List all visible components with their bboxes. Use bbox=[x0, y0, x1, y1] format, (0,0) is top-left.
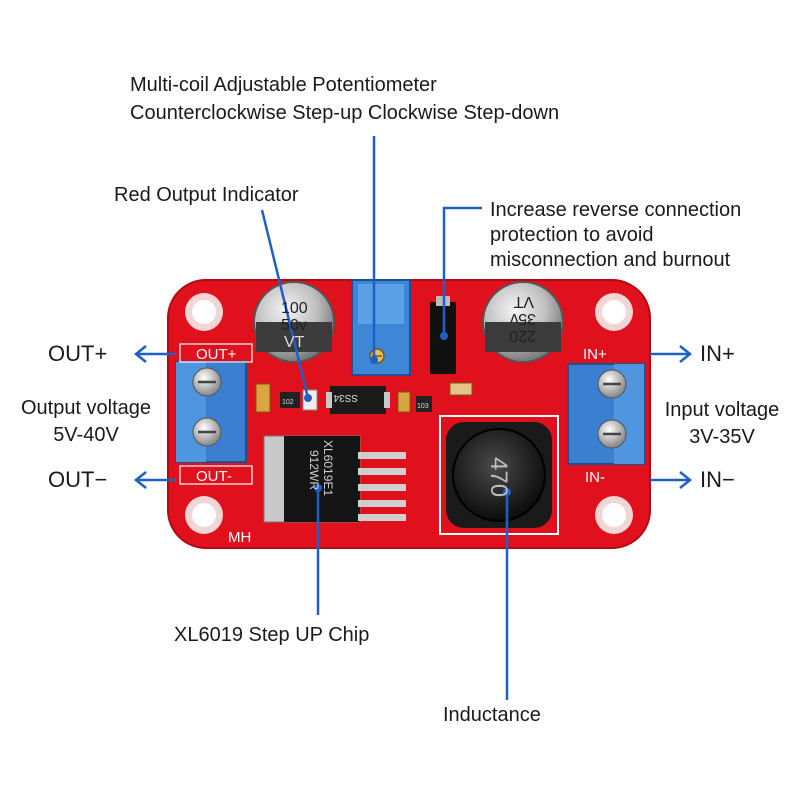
potentiometer-callout-line2: Counterclockwise Step-up Clockwise Step-… bbox=[130, 102, 560, 124]
capacitor-right bbox=[482, 281, 564, 363]
silk-maker: MH bbox=[228, 529, 251, 546]
inductance-callout: Inductance bbox=[443, 704, 541, 726]
smd-parts bbox=[255, 382, 473, 413]
silk-out-minus: OUT- bbox=[196, 468, 232, 485]
cap-right-line2: 35v bbox=[510, 310, 536, 327]
capacitor-left bbox=[253, 281, 335, 363]
chip-line2: 912WR bbox=[307, 450, 321, 490]
in-plus-label: IN+ bbox=[700, 341, 735, 366]
inductor-label: 470 bbox=[485, 457, 512, 497]
diode-ss34 bbox=[326, 386, 390, 414]
chip-callout: XL6019 Step UP Chip bbox=[174, 624, 370, 646]
silk-in-plus: IN+ bbox=[583, 346, 607, 363]
terminal-block-output bbox=[175, 361, 247, 463]
protection-callout-line1: Increase reverse connection bbox=[490, 199, 742, 221]
silk-out-plus: OUT+ bbox=[196, 346, 237, 363]
cap-right-line3: VT bbox=[513, 293, 534, 310]
silk-in-minus: IN- bbox=[585, 469, 605, 486]
cap-left-line3: VT bbox=[284, 334, 305, 351]
input-voltage-line1: Input voltage bbox=[664, 399, 780, 421]
cap-right-line1: 220 bbox=[509, 327, 536, 344]
resistor-left-label: 102 bbox=[282, 399, 294, 406]
mounting-holes bbox=[185, 293, 633, 534]
cap-left-line2: 50v bbox=[281, 317, 307, 334]
output-voltage-line1: Output voltage bbox=[20, 397, 152, 419]
cap-left-line1: 100 bbox=[281, 300, 308, 317]
inductor bbox=[439, 415, 559, 535]
callout-lines bbox=[260, 136, 509, 700]
terminal-block-input bbox=[567, 363, 645, 465]
protection-callout-line3: misconnection and burnout bbox=[490, 249, 731, 271]
output-voltage-line2: 5V-40V bbox=[53, 424, 119, 446]
xl6019-chip bbox=[263, 435, 406, 523]
out-minus-label: OUT− bbox=[48, 467, 108, 492]
out-plus-label: OUT+ bbox=[48, 341, 108, 366]
potentiometer bbox=[351, 279, 411, 376]
diode-label: SS34 bbox=[333, 392, 358, 403]
red-indicator-callout: Red Output Indicator bbox=[114, 184, 299, 206]
resistor-right-label: 103 bbox=[417, 403, 429, 410]
potentiometer-callout-line1: Multi-coil Adjustable Potentiometer bbox=[130, 74, 437, 96]
chip-line1: XL6019E1 bbox=[321, 440, 335, 496]
protection-callout-line2: protection to avoid bbox=[490, 224, 654, 246]
input-voltage-line2: 3V-35V bbox=[689, 426, 755, 448]
in-minus-label: IN− bbox=[700, 467, 735, 492]
terminal-arrows bbox=[133, 345, 693, 489]
callout-dots bbox=[304, 332, 511, 496]
